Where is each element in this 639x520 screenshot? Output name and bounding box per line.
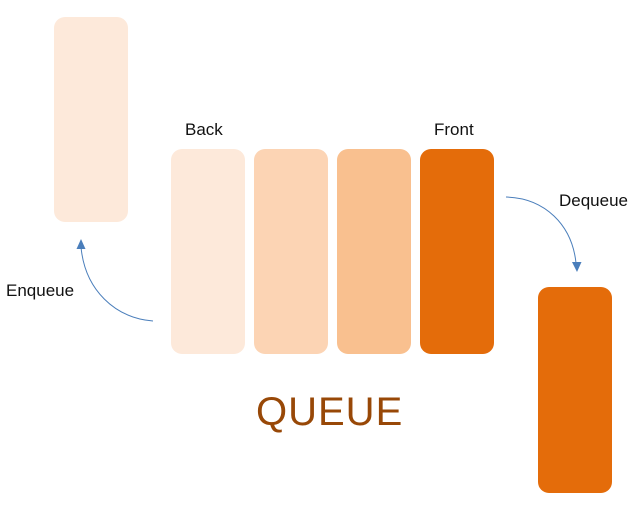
queue-element-back — [171, 149, 245, 354]
back-label: Back — [185, 120, 223, 139]
front-label: Front — [434, 120, 474, 139]
enqueue-arrowhead-icon — [76, 239, 86, 249]
enqueue-element — [54, 17, 128, 222]
queue-title: QUEUE — [256, 390, 404, 434]
queue-element-front — [420, 149, 494, 354]
enqueue-label: Enqueue — [6, 281, 75, 300]
queue-element-2 — [254, 149, 328, 354]
dequeue-element — [538, 287, 612, 493]
dequeue-label: Dequeue — [559, 191, 629, 210]
dequeue-arrowhead-icon — [572, 262, 582, 272]
enqueue-arrow — [80, 246, 154, 322]
dequeue-arrow — [505, 196, 577, 264]
queue-element-3 — [337, 149, 411, 354]
